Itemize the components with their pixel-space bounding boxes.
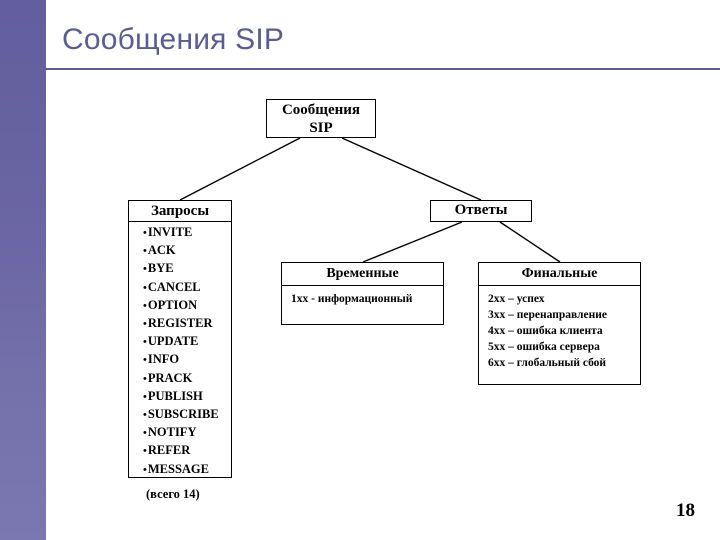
decorative-sidebar-bar [0, 0, 46, 540]
node-answers: Ответы [430, 200, 532, 222]
list-item: SUBSCRIBE [143, 406, 231, 424]
list-item: NOTIFY [143, 424, 231, 442]
node-requests: Запросы INVITE ACK BYE CANCEL OPTION REG… [128, 200, 232, 478]
list-item: REFER [143, 442, 231, 460]
list-item: CANCEL [143, 279, 231, 297]
node-provisional-responses: Временные 1xx - информационный [281, 262, 444, 325]
list-item: UPDATE [143, 333, 231, 351]
list-item: REGISTER [143, 315, 231, 333]
node-final-responses: Финальные 2xx – успех 3xx – перенаправле… [478, 262, 641, 385]
slide-title: Сообщения SIP [62, 23, 285, 56]
node-answers-header: Ответы [454, 202, 508, 218]
list-item: BYE [143, 260, 231, 278]
list-item: 5xx – ошибка сервера [488, 341, 600, 353]
list-item: 6xx – глобальный сбой [488, 357, 607, 369]
slide-page-number: 18 [676, 500, 695, 521]
title-divider-rule [46, 68, 720, 70]
node-final-header: Финальные [479, 263, 640, 286]
list-item: INVITE [143, 224, 231, 242]
node-provisional-header: Временные [282, 263, 443, 286]
node-root-title-line2: SIP [309, 120, 333, 136]
node-root-title-line1: Сообщения [281, 102, 361, 118]
node-requests-header: Запросы [129, 201, 231, 222]
list-item: PUBLISH [143, 388, 231, 406]
list-item: 4xx – ошибка клиента [488, 325, 603, 337]
node-sip-messages-root: Сообщения SIP [266, 99, 376, 138]
list-item: INFO [143, 351, 231, 369]
list-item: OPTION [143, 297, 231, 315]
requests-total-note: (всего 14) [146, 487, 200, 501]
list-item: 2xx – успех [488, 293, 545, 305]
list-item: ACK [143, 242, 231, 260]
list-item: MESSAGE [143, 461, 231, 479]
requests-method-list: INVITE ACK BYE CANCEL OPTION REGISTER UP… [129, 222, 231, 479]
node-root-title: Сообщения SIP [267, 100, 375, 137]
list-item: 3xx – перенаправление [488, 309, 607, 321]
list-item: PRACK [143, 370, 231, 388]
final-response-class-list: 2xx – успех 3xx – перенаправление 4xx – … [479, 286, 640, 371]
node-provisional-body: 1xx - информационный [291, 293, 413, 305]
